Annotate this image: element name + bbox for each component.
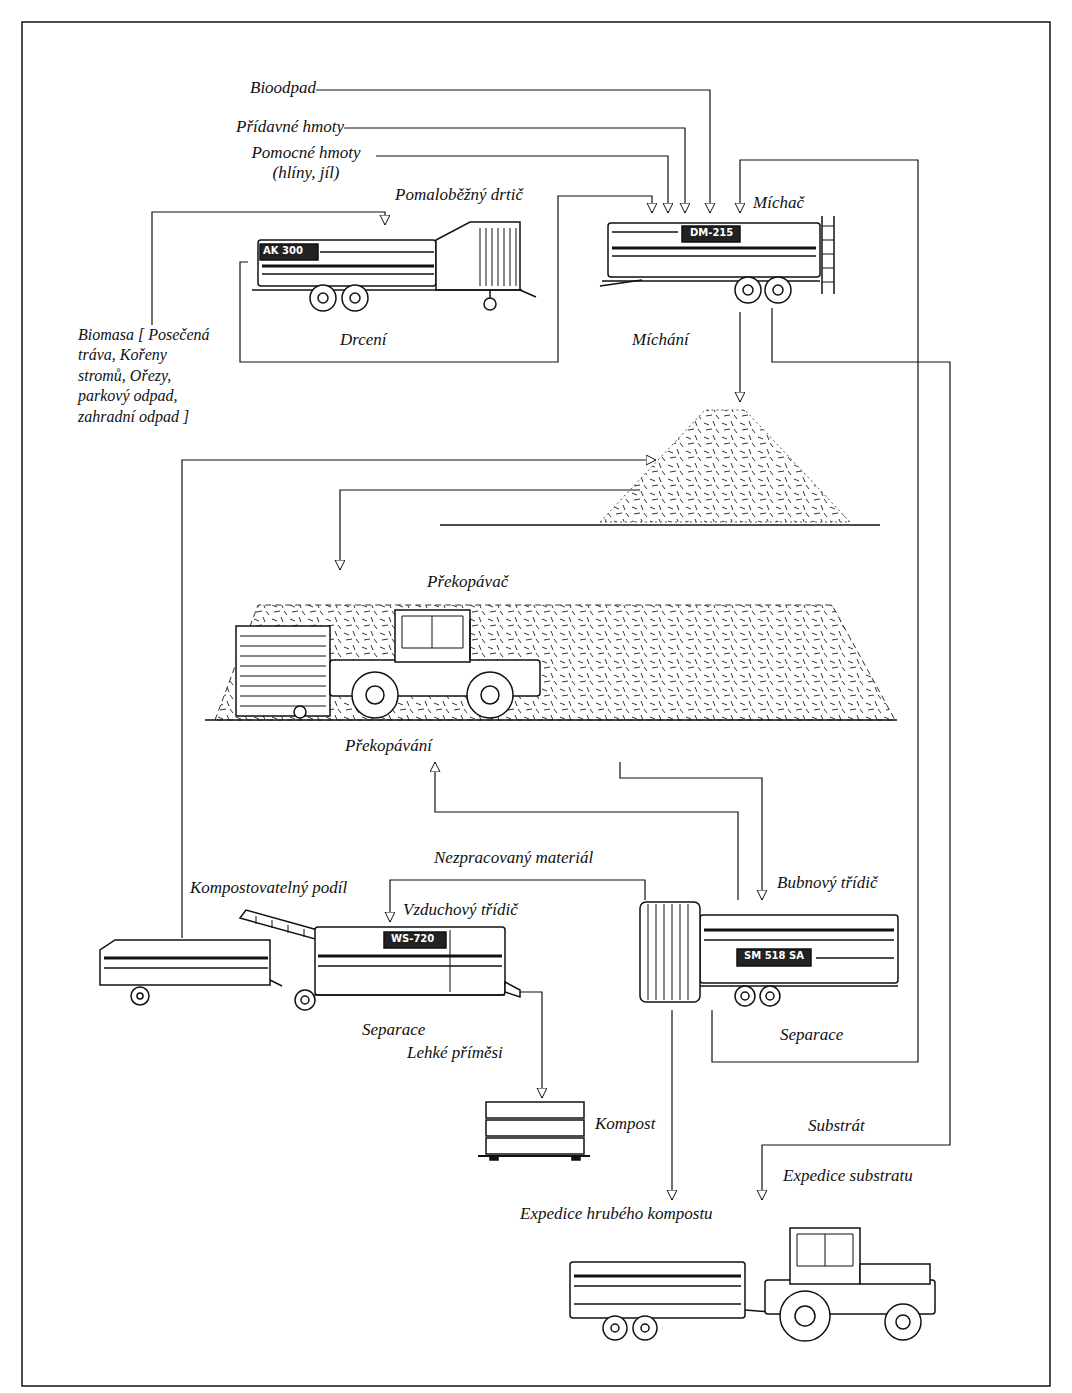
windrow-turner-drawing (236, 610, 540, 718)
drum-screen-drawing (640, 902, 898, 1006)
flow-arrow (712, 160, 918, 1062)
air-classifier: Kompostovatelný podílVzduchový třídičSep… (95, 922, 520, 1012)
node-text: Drcení (340, 330, 387, 350)
air-classifier-drawing (240, 910, 520, 1010)
node-text: Pomocné hmoty (hlíny, jíl) (236, 143, 376, 184)
node-text: Separace (362, 1020, 425, 1040)
node-text: Přídavné hmoty (236, 117, 344, 137)
flow-arrow (376, 156, 668, 213)
node-text: Vzduchový třídič (403, 900, 518, 920)
node-text: Kompost (595, 1114, 655, 1134)
node-text: Bioodpad (250, 78, 316, 98)
flow-arrow (671, 1010, 672, 1200)
node-text: Kompostovatelný podíl (190, 878, 347, 898)
input-label: Pomocné hmoty (hlíny, jíl) (236, 143, 376, 184)
input-label: Přídavné hmoty (236, 117, 344, 137)
node-text: Míchání (632, 330, 689, 350)
machine-model-label: WS-720 (391, 933, 434, 945)
node-text: Biomasa [ Posečená tráva, Kořeny stromů,… (78, 325, 213, 427)
input-label: Biomasa [ Posečená tráva, Kořeny stromů,… (78, 325, 213, 427)
input-label: Bioodpad (250, 78, 316, 98)
node-text: Expedice substratu (783, 1166, 913, 1186)
flow-arrow (152, 212, 385, 325)
flow-arrow (316, 90, 710, 213)
flow-label: Lehké příměsi (405, 1043, 505, 1063)
windrow (205, 605, 897, 720)
node-text: Překopávání (345, 736, 432, 756)
flow-arrow (344, 128, 685, 213)
node-text: Bubnový třídič (777, 873, 878, 893)
windrow-turner: PřekopávačPřekopávání (215, 600, 895, 762)
dispatch-tractor: Expedice substratuExpedice hrubého kompo… (515, 1200, 940, 1345)
frame (22, 22, 1050, 1386)
node-text: Separace (780, 1025, 843, 1045)
flow-arrow (435, 762, 738, 900)
shredder: Pomaloběžný drtičDrcení (248, 225, 538, 315)
compost-heap (440, 410, 880, 525)
flow-arrow (762, 308, 950, 1200)
feeder-drawing (100, 940, 282, 1005)
side-flow-arrows (182, 312, 740, 938)
flow-arrow (620, 762, 762, 900)
node-text: Pomaloběžný drtič (395, 185, 523, 205)
flow-arrow (390, 880, 645, 922)
machine-model-label: DM-215 (690, 227, 733, 239)
compost-pallet-drawing (478, 1102, 590, 1160)
flow-arrow (240, 196, 652, 362)
machine-model-label: AK 300 (263, 245, 303, 257)
node-text: Míchač (753, 193, 804, 213)
shredder-drawing (252, 222, 536, 311)
node-text: Expedice hrubého kompostu (520, 1204, 713, 1224)
flow-arrow (520, 992, 542, 1098)
mixer-drawing (600, 216, 834, 303)
flow-label: Substrát (806, 1116, 867, 1136)
tractor-trailer-drawing (570, 1228, 935, 1341)
node-text: Překopávač (427, 572, 508, 592)
machine-model-label: SM 518 SA (744, 950, 804, 962)
compost-pallet: Kompost (482, 1098, 587, 1160)
flow-label: Nezpracovaný materiál (432, 848, 595, 868)
